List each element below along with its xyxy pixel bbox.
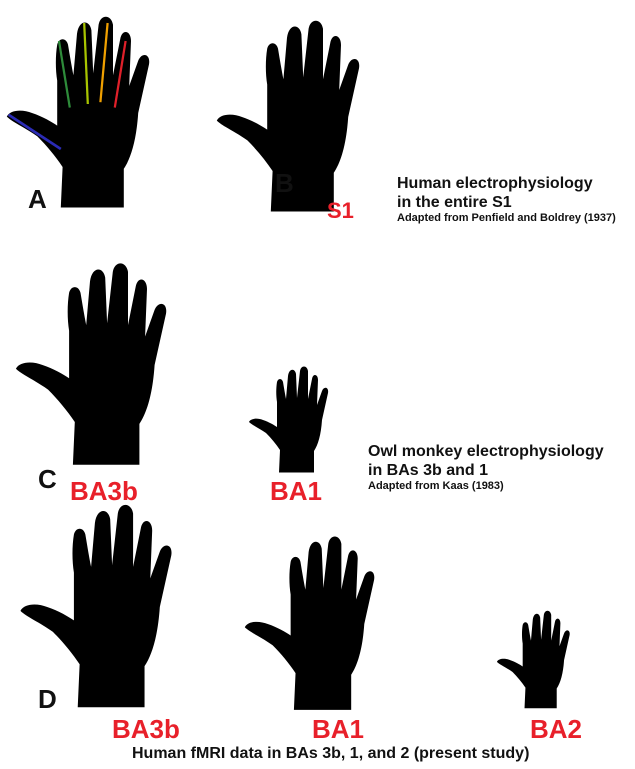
- hand-illustration-c-large: [14, 260, 204, 470]
- panel-label-d: D: [38, 686, 57, 712]
- panel-label-c: C: [38, 466, 57, 492]
- hand-illustration-d-right: [496, 604, 588, 716]
- region-label-ba3b-c: BA3b: [70, 478, 138, 504]
- caption-c-source: Adapted from Kaas (1983): [368, 480, 604, 493]
- caption-b-line2: in the entire S1: [397, 193, 616, 212]
- caption-b-line1: Human electrophysiology: [397, 174, 616, 193]
- hand-illustration-b: [215, 12, 395, 222]
- caption-b-source: Adapted from Penfield and Boldrey (1937): [397, 212, 616, 225]
- region-label-ba1-d: BA1: [312, 716, 364, 742]
- hand-illustration-c-small: [248, 364, 348, 476]
- caption-b: Human electrophysiology in the entire S1…: [397, 174, 616, 226]
- hand-illustration-d-middle: [240, 534, 410, 714]
- region-label-ba3b-d: BA3b: [112, 716, 180, 742]
- region-label-s1: S1: [327, 200, 354, 222]
- caption-c: Owl monkey electrophysiology in BAs 3b a…: [368, 442, 604, 494]
- region-label-ba2-d: BA2: [530, 716, 582, 742]
- panel-label-b: B: [275, 170, 294, 196]
- caption-c-line1: Owl monkey electrophysiology: [368, 442, 604, 461]
- hand-illustration-d-left: [4, 502, 224, 712]
- caption-d: Human fMRI data in BAs 3b, 1, and 2 (pre…: [132, 744, 529, 763]
- region-label-ba1-c: BA1: [270, 478, 322, 504]
- caption-c-line2: in BAs 3b and 1: [368, 461, 604, 480]
- panel-label-a: A: [28, 186, 47, 212]
